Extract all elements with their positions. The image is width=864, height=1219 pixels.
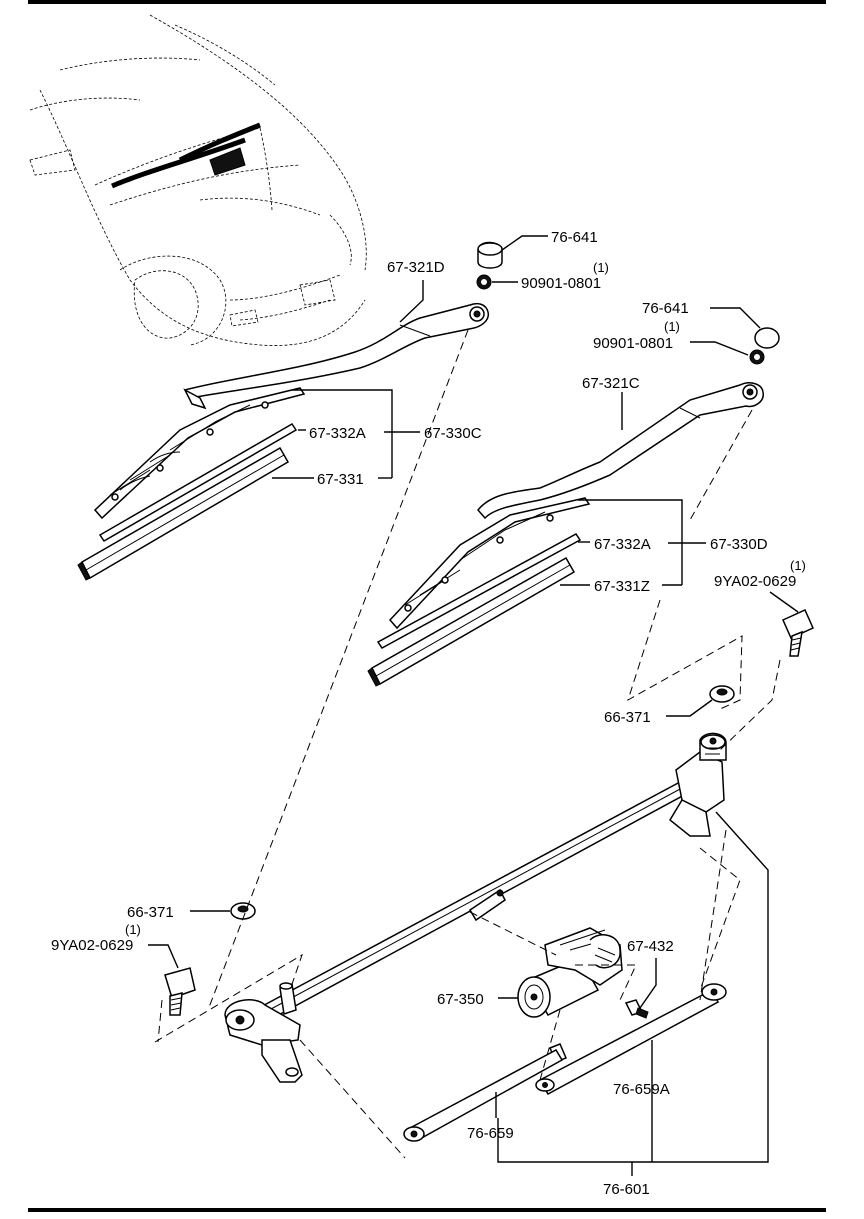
right-blade-strip — [376, 533, 582, 649]
label-blade-assy-left: 67-330C — [424, 425, 482, 442]
right-blade-frame — [388, 497, 591, 630]
right-bushing — [709, 685, 735, 703]
label-bushing-right: 66-371 — [604, 709, 651, 726]
label-wiper-cap-right: 76-641 — [642, 300, 689, 317]
left-cap-and-nut — [476, 241, 503, 290]
label-arm-left: 67-321D — [387, 259, 445, 276]
label-nut-left-qty: (1) — [593, 260, 609, 275]
part-labels: 76-641 (1) 90901-0801 67-321D 76-641 (1)… — [51, 229, 806, 1198]
label-bolt-left: 9YA02-0629 — [51, 937, 133, 954]
label-bolt-right: 9YA02-0629 — [714, 573, 796, 590]
label-bushing-left: 66-371 — [127, 904, 174, 921]
left-blade-frame — [93, 387, 306, 520]
left-rubber-insert — [77, 446, 290, 581]
left-bolt — [164, 967, 196, 1016]
left-bushing — [230, 902, 256, 920]
label-arm-right: 67-321C — [582, 375, 640, 392]
label-bolt-left-qty: (1) — [125, 922, 141, 937]
label-linkage-assy: 76-601 — [603, 1181, 650, 1198]
label-blade-frame-right: 67-332A — [594, 536, 651, 553]
label-link-rod: 76-659 — [467, 1125, 514, 1142]
label-blade-assy-right: 67-330D — [710, 536, 768, 553]
left-blade-strip — [98, 422, 298, 543]
right-cap-and-nut — [749, 327, 780, 365]
right-bolt — [782, 609, 814, 657]
label-nut-left: 90901-0801 — [521, 275, 601, 292]
label-nut-right: 90901-0801 — [593, 335, 673, 352]
label-rubber-right: 67-331Z — [594, 578, 650, 595]
link-rod-a — [535, 983, 727, 1096]
link-rod — [403, 1049, 564, 1142]
label-rubber-left: 67-331 — [317, 471, 364, 488]
label-link-rod-a: 76-659A — [613, 1081, 670, 1098]
car-outline-illustration — [29, 14, 367, 346]
leader-lines — [148, 235, 799, 1176]
label-motor-screw: 67-432 — [627, 938, 674, 955]
wiper-motor — [517, 927, 623, 1018]
label-nut-right-qty: (1) — [664, 319, 680, 334]
label-blade-frame-left: 67-332A — [309, 425, 366, 442]
label-wiper-cap-left: 76-641 — [551, 229, 598, 246]
label-bolt-right-qty: (1) — [790, 558, 806, 573]
label-motor: 67-350 — [437, 991, 484, 1008]
wiper-linkage-frame — [224, 732, 727, 1083]
motor-screw — [624, 999, 649, 1019]
left-wiper-arm — [183, 302, 490, 410]
assembly-dashed-lines — [154, 329, 781, 1159]
right-rubber-insert — [367, 556, 576, 687]
right-wiper-arm — [477, 382, 764, 520]
